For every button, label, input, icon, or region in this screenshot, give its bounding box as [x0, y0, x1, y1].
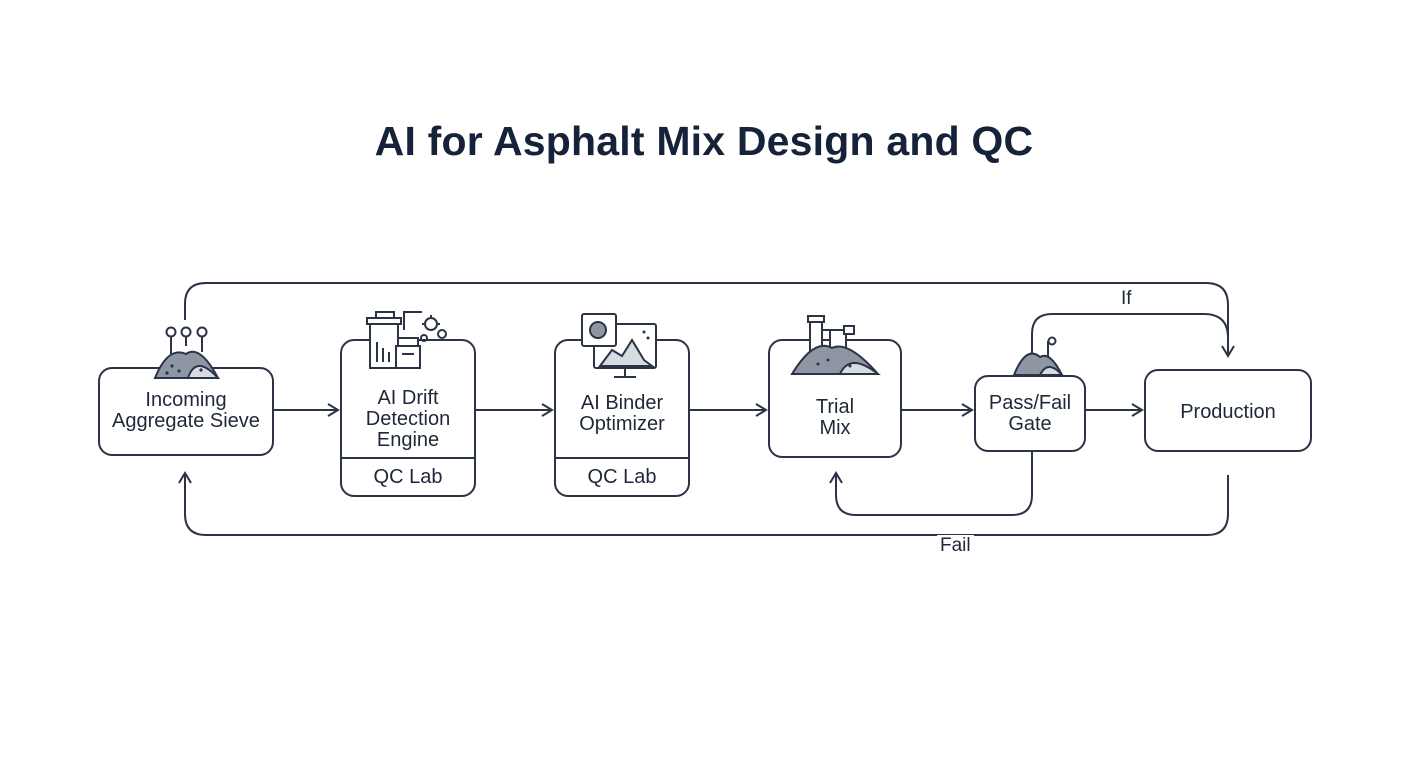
- node-label: Incoming Aggregate Sieve: [112, 389, 260, 432]
- node-label: Production: [1180, 401, 1276, 423]
- diagram-title: AI for Asphalt Mix Design and QC: [374, 118, 1034, 164]
- node-pass-fail-gate[interactable]: Pass/Fail Gate: [974, 375, 1086, 452]
- node-footer-qc-lab: QC Lab: [556, 457, 688, 495]
- edge-top-loop: [184, 282, 1235, 358]
- edge-bottom-loop: [178, 471, 1229, 536]
- node-label: Trial Mix: [815, 396, 855, 439]
- node-production[interactable]: Production: [1144, 369, 1312, 452]
- edge-label-fail: Fail: [937, 535, 974, 557]
- aggregate-pile-icon: [153, 326, 221, 379]
- monitor-chart-icon: [581, 313, 657, 378]
- edge-fail-to-trial: [829, 452, 1033, 516]
- lab-equipment-icon: [366, 311, 447, 369]
- node-label: AI Drift Detection Engine: [365, 387, 451, 451]
- gate-pile-icon: [1012, 336, 1065, 376]
- node-label: Pass/Fail Gate: [988, 392, 1072, 435]
- plant-pile-icon: [790, 315, 881, 375]
- node-footer-qc-lab: QC Lab: [342, 457, 474, 495]
- node-label: AI Binder Optimizer: [579, 392, 665, 435]
- edge-label-if: If: [1118, 288, 1135, 310]
- edge-if-branch: [1031, 313, 1229, 362]
- node-incoming-aggregate-sieve[interactable]: Incoming Aggregate Sieve: [98, 367, 274, 456]
